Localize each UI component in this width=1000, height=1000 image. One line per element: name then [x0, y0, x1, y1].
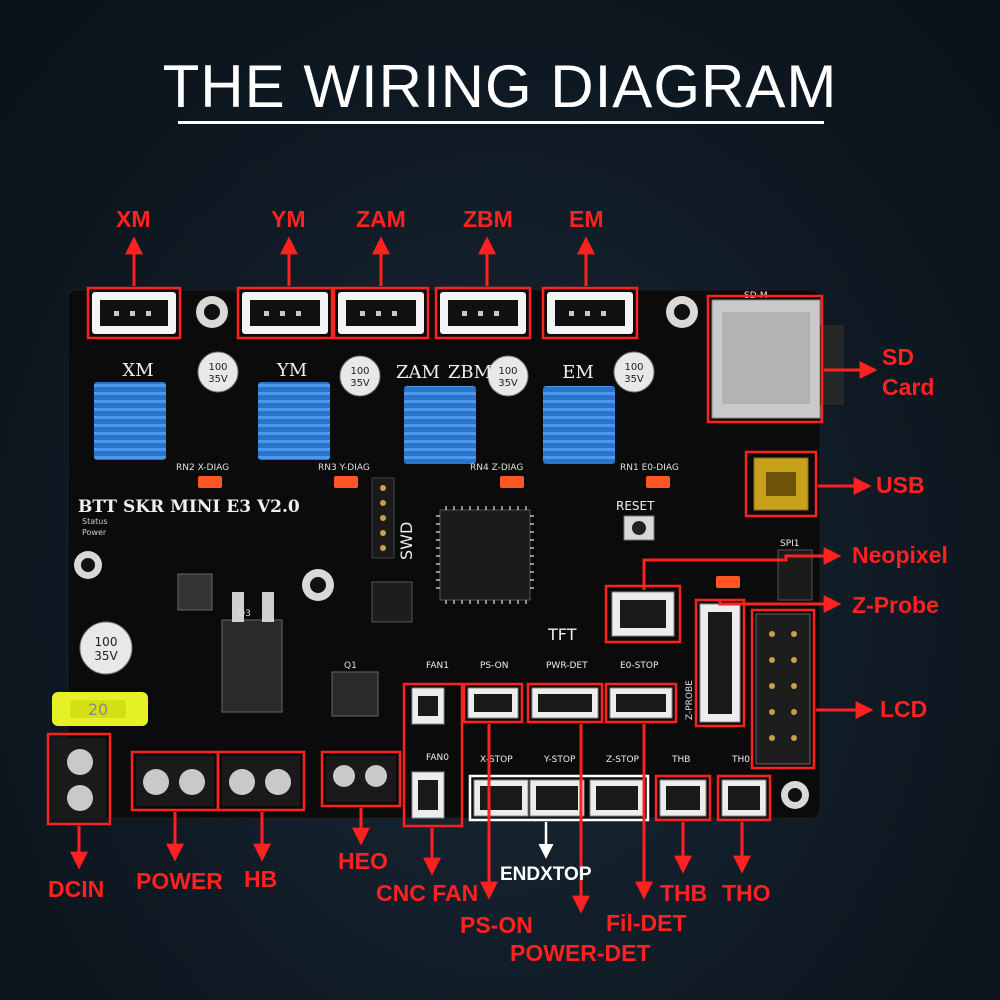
fil-det-highlight [604, 682, 678, 724]
label-ym: YM [271, 206, 306, 232]
silk-thb: THB [671, 755, 690, 765]
dcin-highlight [46, 732, 112, 826]
silk-diag: RN4 Z-DIAG [470, 463, 523, 473]
cap-voltage: 35V [498, 378, 518, 389]
silk-tft: TFT [547, 625, 577, 644]
diag-jumpers [198, 476, 740, 588]
silk-spi: SPI1 [780, 539, 800, 549]
hb-highlight [216, 750, 306, 812]
blade-fuse [52, 692, 148, 726]
silk-e0-stop: E0-STOP [620, 661, 659, 671]
cap-label: 100 [208, 362, 227, 373]
silk-driver-name: EM [562, 362, 594, 383]
cap-voltage: 35V [350, 378, 370, 389]
silk-power: Power [82, 528, 107, 537]
page-title: THE WIRING DIAGRAM [162, 53, 838, 120]
board-model: BTT SKR MINI E3 V2.0 [78, 497, 300, 517]
inductor [177, 573, 213, 611]
silk-status: Status [82, 517, 108, 526]
sd-highlight [706, 294, 824, 424]
silk-swd: SWD [397, 522, 416, 560]
driver-chip [371, 581, 413, 623]
label-endxtop: ENDXTOP [500, 864, 592, 885]
regulator-q3 [221, 619, 283, 713]
label-dcin: DCIN [48, 876, 105, 902]
silk-driver-name: YM [276, 360, 307, 381]
thb-highlight [654, 774, 712, 822]
driver-heatsinks [94, 382, 615, 464]
mcu-chip [439, 509, 531, 601]
cap-voltage: 35V [94, 649, 118, 663]
ps-on-highlight [462, 682, 524, 724]
label-thb: THB [660, 880, 708, 906]
stepper-header-highlights [86, 286, 639, 340]
fan-highlight [402, 682, 464, 828]
label-ps-on: PS-ON [460, 912, 533, 938]
label-power: POWER [136, 868, 223, 894]
silk-y-stop: Y-STOP [543, 755, 576, 765]
endstop-highlight [468, 774, 650, 822]
label-usb: USB [876, 472, 925, 498]
label-zam: ZAM [356, 206, 406, 232]
cap-label: 100 [95, 635, 118, 649]
tho-highlight [716, 774, 772, 822]
silk-diag: RN3 Y-DIAG [318, 463, 370, 473]
silk-ps-on: PS-ON [480, 661, 508, 671]
label-power-det: POWER-DET [510, 940, 651, 966]
label-z-probe: Z-Probe [852, 592, 939, 618]
usb-highlight [744, 450, 818, 518]
label-cnc-fan: CNC FAN [376, 880, 479, 906]
silk-pwr-det: PWR-DET [546, 661, 588, 671]
label-em: EM [569, 206, 604, 232]
label-tho: THO [722, 880, 771, 906]
power-det-highlight [526, 682, 604, 724]
cap-label: 100 [498, 366, 517, 377]
lcd-highlight [750, 608, 816, 770]
silk-z-probe: Z-PROBE [685, 680, 695, 720]
silk-driver-name: ZBM [448, 362, 492, 383]
label-sd-card-line2: Card [882, 374, 935, 400]
cap-voltage: 35V [624, 374, 644, 385]
cap-label: 100 [350, 366, 369, 377]
label-sd-card-line1: SD [882, 344, 914, 370]
label-neopixel: Neopixel [852, 542, 948, 568]
label-xm: XM [116, 206, 151, 232]
screw-terminals [52, 738, 396, 820]
silk-diag: RN1 E0-DIAG [620, 463, 679, 473]
label-hb: HB [244, 866, 278, 892]
fuse-rating: 20 [88, 700, 108, 719]
heo-highlight [320, 750, 402, 808]
silk-driver-name: XM [122, 360, 153, 381]
silk-fan1: FAN1 [426, 661, 449, 671]
lcd-header [755, 613, 811, 765]
silk-driver-name: ZAM [396, 362, 440, 383]
swd-header [371, 477, 395, 559]
mounting-holes [74, 296, 809, 809]
label-zbm: ZBM [463, 206, 513, 232]
cap-voltage: 35V [208, 374, 228, 385]
silk-fan0: FAN0 [426, 753, 449, 763]
silk-diag: RN2 X-DIAG [176, 463, 229, 473]
label-lcd: LCD [880, 696, 928, 722]
capacitors [79, 351, 655, 675]
silk-th0: TH0 [731, 755, 750, 765]
title-underline [178, 121, 824, 124]
label-heo: HEO [338, 848, 388, 874]
mosfet-q1 [331, 671, 379, 717]
cap-label: 100 [624, 362, 643, 373]
silk-reset: RESET [616, 499, 655, 513]
silk-z-stop: Z-STOP [606, 755, 640, 765]
silk-q3: Q3 [238, 609, 251, 619]
silk-x-stop: X-STOP [480, 755, 513, 765]
silk-q1: Q1 [344, 661, 357, 671]
label-fil-det: Fil-DET [606, 910, 687, 936]
